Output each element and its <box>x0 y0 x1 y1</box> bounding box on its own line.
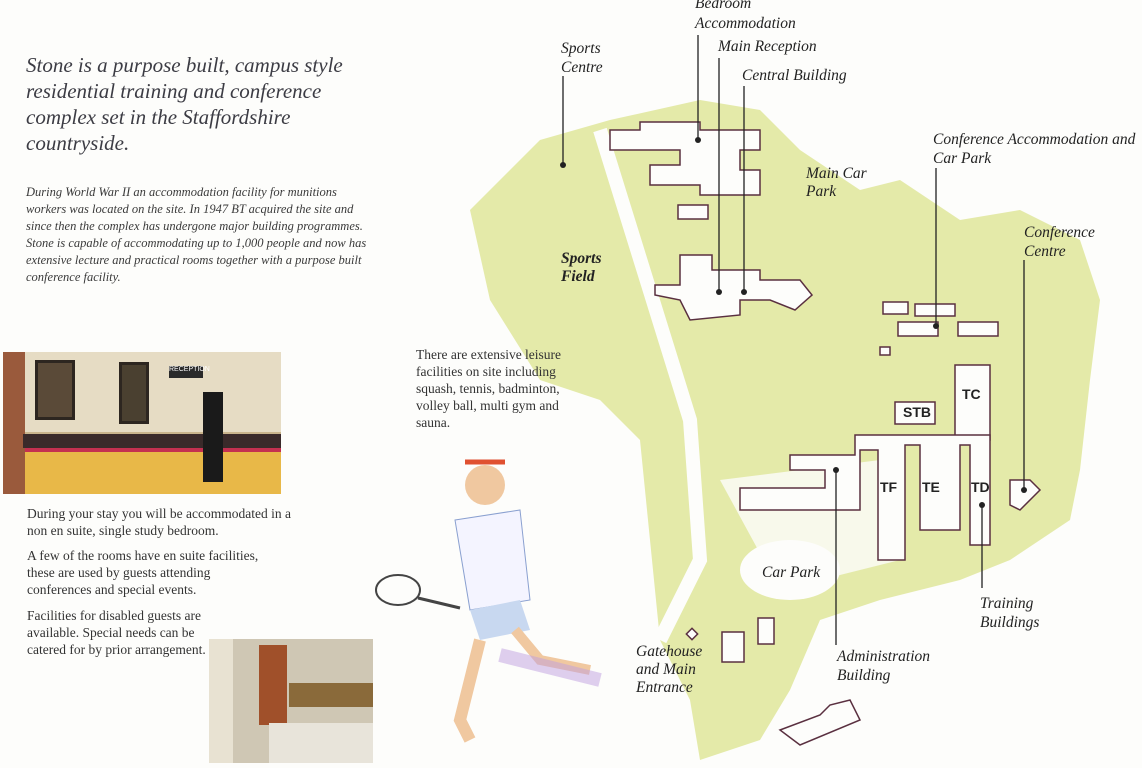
paragraph-2: A few of the rooms have en suite facilit… <box>27 548 259 597</box>
reception-sign: RECEPTION <box>169 366 210 378</box>
label-training-buildings: Training Buildings <box>980 595 1040 631</box>
leader-lines <box>562 35 1025 645</box>
paragraph-3: Facilities for disabled guests are avail… <box>27 608 206 657</box>
label-conference-accommodation: Conference Accommodation and Car Park <box>933 131 1136 167</box>
label-sports-centre: Sports Centre <box>561 40 603 76</box>
label-conference-centre: Conference Centre <box>1024 224 1095 260</box>
building-tf: TF <box>880 479 898 495</box>
label-administration-building: Administration Building <box>837 648 931 684</box>
label-car-park: Car Park <box>762 564 821 581</box>
intro-text: During World War II an accommodation fac… <box>26 185 367 284</box>
label-main-car-park: Main Car Park <box>806 165 867 200</box>
leisure-text: There are extensive leisure facilities o… <box>416 347 562 430</box>
reception-photo: RECEPTION <box>3 352 281 494</box>
building-tc: TC <box>962 386 981 402</box>
label-sports-field: Sports Field <box>561 250 602 285</box>
label-gatehouse: Gatehouse and Main Entrance <box>636 643 703 696</box>
building-te: TE <box>922 479 940 495</box>
headline: Stone is a purpose built, campus style r… <box>26 53 343 155</box>
label-bedroom-accommodation: Bedroom Accommodation <box>695 0 796 32</box>
tennis-player-illustration <box>375 459 602 743</box>
label-main-reception: Main Reception <box>718 38 817 55</box>
label-central-building: Central Building <box>742 67 847 84</box>
building-stb: STB <box>903 404 931 420</box>
building-td: TD <box>971 479 990 495</box>
paragraph-1: During your stay you will be accommodate… <box>27 506 291 538</box>
bedroom-photo <box>209 639 373 763</box>
